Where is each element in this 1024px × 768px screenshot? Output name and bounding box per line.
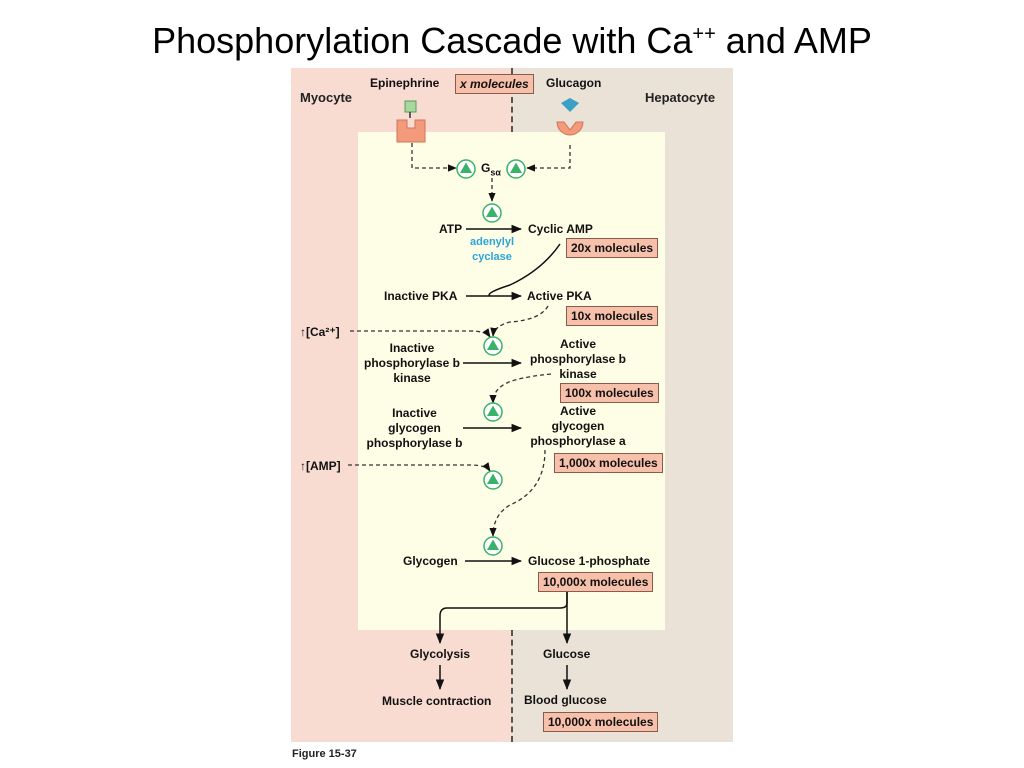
- g1p-molecule-count: 10,000x molecules: [538, 572, 654, 592]
- figure-label: Figure 15-37: [292, 748, 357, 760]
- camp-binding-curve: [488, 243, 561, 297]
- epinephrine-icon: [404, 100, 417, 113]
- amp-activation-arrow: [348, 462, 491, 472]
- phk-activation-arrow: [489, 373, 552, 404]
- amp-regulator-label: ↑[AMP]: [300, 459, 341, 473]
- cytosol-box: [358, 132, 665, 630]
- blood-glucose-molecule-count: 10,000x molecules: [543, 712, 659, 732]
- gp-activation-node: [483, 402, 503, 422]
- camp-label: Cyclic AMP: [528, 222, 593, 236]
- g-alpha-node-left: [456, 159, 476, 179]
- glucose-label: Glucose: [543, 647, 591, 661]
- hepatocyte-label: Hepatocyte: [645, 90, 716, 105]
- hormone-molecule-count: x molecules: [455, 74, 534, 94]
- slide-title: Phosphorylation Cascade with Ca++ and AM…: [152, 20, 872, 61]
- adenylyl-cyclase-node: [482, 203, 502, 223]
- gp-molecule-count: 1,000x molecules: [554, 453, 663, 473]
- blood-glucose-label: Blood glucose: [524, 693, 607, 707]
- epinephrine-label: Epinephrine: [370, 76, 440, 90]
- pka-molecule-count: 10x molecules: [566, 306, 659, 326]
- myocyte-label: Myocyte: [300, 90, 353, 105]
- phk-molecule-count: 100x molecules: [560, 383, 659, 403]
- gp-activation-arrow: [489, 449, 546, 537]
- glucagon-label: Glucagon: [546, 76, 602, 90]
- cell-divider-bottom: [511, 630, 513, 742]
- amp-activation-node: [483, 470, 503, 490]
- inactive-pka-label: Inactive PKA: [384, 289, 458, 303]
- g-alpha-node-right: [506, 159, 526, 179]
- epinephrine-signal-arrow: [411, 143, 457, 172]
- myocyte-receptor-icon: [396, 119, 426, 143]
- phk-activation-node: [483, 336, 503, 356]
- pka-activation-arrow: [490, 305, 549, 337]
- camp-molecule-count: 20x molecules: [566, 238, 659, 258]
- glucagon-signal-arrow: [526, 145, 571, 172]
- hepatocyte-receptor-icon: [556, 121, 584, 136]
- calcium-regulator-label: ↑[Ca²⁺]: [300, 325, 340, 339]
- glucagon-icon: [561, 98, 579, 112]
- glucose-1-phosphate-label: Glucose 1-phosphate: [528, 554, 651, 568]
- glycogen-label: Glycogen: [403, 554, 458, 568]
- glycolysis-label: Glycolysis: [410, 647, 471, 661]
- to-glycolysis-arrow: [435, 592, 568, 645]
- cell-divider-top: [511, 68, 513, 132]
- muscle-contraction-label: Muscle contraction: [382, 694, 492, 708]
- active-pka-label: Active PKA: [527, 289, 592, 303]
- glycogen-phosphorylase-node: [483, 536, 503, 556]
- atp-label: ATP: [439, 222, 463, 236]
- ca-activation-arrow: [350, 328, 491, 338]
- g-alpha-label: Gsα: [481, 161, 501, 178]
